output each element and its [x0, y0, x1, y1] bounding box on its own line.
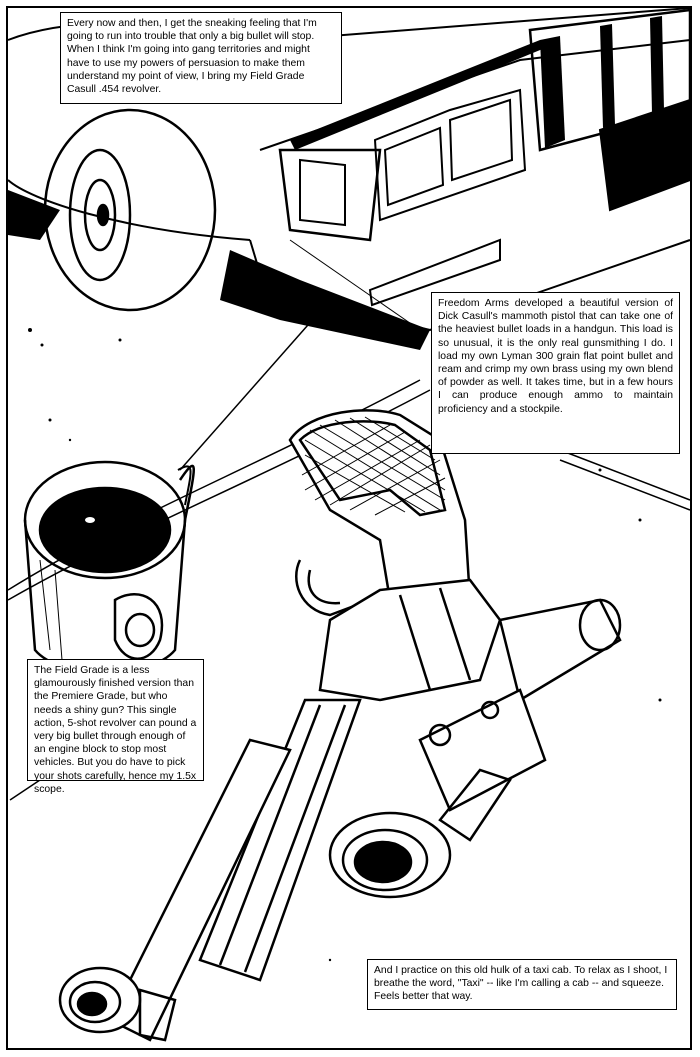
panel-border: [6, 6, 692, 1050]
coffee-mug-drawing: [23, 460, 195, 674]
caption-text: Freedom Arms developed a beautiful versi…: [438, 298, 673, 415]
taxi-wheel: [43, 108, 217, 312]
caption-box-top: Every now and then, I get the sneaking f…: [60, 12, 342, 104]
caption-box-right: Freedom Arms developed a beautiful versi…: [431, 292, 680, 454]
ink-texture: [28, 328, 662, 962]
caption-text: Every now and then, I get the sneaking f…: [67, 18, 317, 96]
caption-text: The Field Grade is a less glamourously f…: [34, 665, 197, 795]
taxi-cab-drawing: [7, 7, 692, 332]
caption-box-bottom: And I practice on this old hulk of a tax…: [367, 959, 677, 1010]
caption-text: And I practice on this old hulk of a tax…: [374, 965, 668, 1003]
caption-box-left: The Field Grade is a less glamourously f…: [27, 659, 204, 795]
revolver-drawing: [58, 409, 622, 1042]
